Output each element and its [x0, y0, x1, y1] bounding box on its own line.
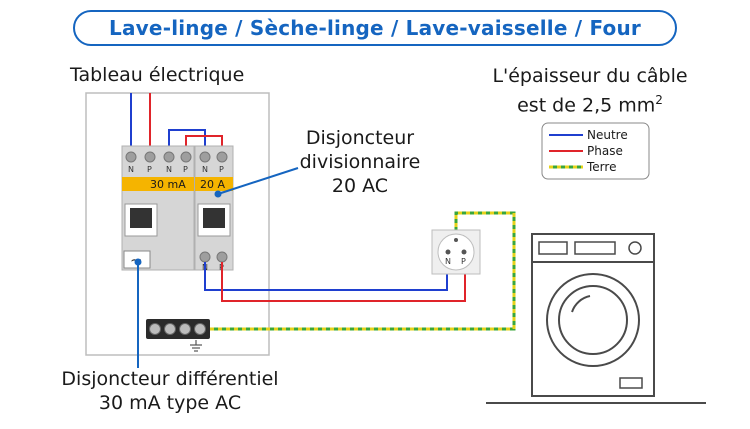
page-title: Lave-linge / Sèche-linge / Lave-vaissell… — [73, 10, 677, 46]
outlet-face — [437, 233, 475, 271]
svg-text:P: P — [219, 165, 224, 174]
earth-wire-yellow — [210, 211, 516, 331]
outlet-n-label: N — [445, 257, 451, 266]
svg-text:P: P — [147, 165, 152, 174]
legend-neutre: Neutre — [587, 128, 628, 142]
svg-text:N: N — [166, 165, 172, 174]
svg-text:P: P — [183, 165, 188, 174]
divisionnaire-label: Disjoncteur divisionnaire 20 AC — [299, 127, 421, 197]
legend-phase: Phase — [587, 144, 623, 158]
outlet-hole-n — [445, 249, 451, 255]
top-terminals — [125, 151, 228, 163]
ground-symbol-icon — [190, 340, 202, 352]
panel-label: Tableau électrique — [70, 64, 245, 86]
divisionnaire-pointer-dot — [214, 190, 222, 198]
rating-strip-div — [195, 177, 233, 191]
bridge-phase-wire — [185, 135, 223, 150]
legend-box — [541, 122, 650, 180]
bottom-terminal-p — [216, 251, 228, 263]
legend-terre: Terre — [586, 160, 616, 174]
rating-div-text: 20 A — [200, 178, 225, 191]
rating-strip-diff — [122, 177, 194, 191]
top-terminal-labels: N P N P N P — [128, 165, 224, 174]
cable-thickness-label: L'épaisseur du câble est de 2,5 mm2 — [492, 65, 688, 117]
svg-text:N: N — [202, 165, 208, 174]
bottom-terminal-n — [199, 251, 211, 263]
differentiel-pointer-dot — [134, 258, 142, 266]
differentiel-label: Disjoncteur différentiel 30 mA type AC — [61, 368, 279, 414]
outlet-p-label: P — [461, 257, 466, 266]
washing-machine-icon — [531, 233, 655, 397]
outlet-neutral-wire — [204, 262, 448, 291]
svg-text:N: N — [128, 165, 134, 174]
rating-diff-text: 30 mA — [150, 178, 186, 191]
earth-bar — [146, 319, 210, 339]
earth-bar-screws — [149, 323, 206, 335]
bridge-neutral-wire — [168, 129, 206, 150]
div-lever — [203, 208, 225, 228]
outlet-phase-wire — [221, 262, 466, 302]
outlet-hole-p — [461, 249, 467, 255]
diff-lever — [130, 208, 152, 228]
divisionnaire-pointer — [217, 167, 299, 195]
outlet-earth-pin — [454, 238, 458, 242]
